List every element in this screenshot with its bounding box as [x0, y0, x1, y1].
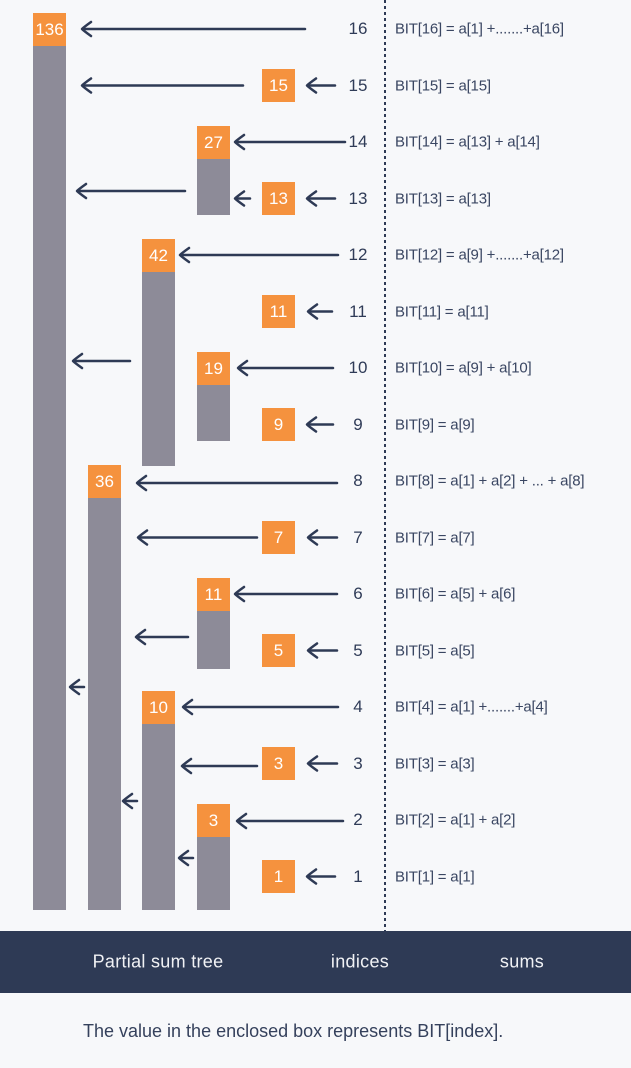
arrow-index2-to-bit2	[235, 812, 345, 830]
range-bar-bit-14	[197, 158, 230, 215]
index-label-3: 3	[353, 753, 363, 773]
bit-value-box-14: 27	[197, 125, 230, 159]
arrow-index16-to-bit16	[80, 20, 307, 38]
bit-formula-6: BIT[6] = a[5] + a[6]	[395, 585, 516, 603]
arrow-bit2-to-bit4	[177, 849, 195, 867]
dotted-separator-line	[384, 0, 386, 931]
arrow-bit3-to-bit4	[180, 757, 259, 775]
index-label-2: 2	[353, 810, 363, 829]
range-bar-bit-2	[197, 836, 230, 910]
arrow-index3-to-bit3	[306, 755, 339, 772]
range-bar-bit-8	[88, 497, 121, 910]
bit-value-box-11: 11	[262, 295, 295, 328]
index-label-14: 14	[348, 132, 368, 151]
index-label-4: 4	[353, 697, 363, 716]
arrow-index12-to-bit12	[178, 246, 340, 264]
arrow-index4-to-bit4	[181, 698, 340, 716]
range-bar-bit-10	[197, 384, 230, 441]
range-bar-bit-16	[33, 45, 66, 910]
index-label-15: 15	[348, 75, 368, 95]
range-bar-bit-6	[197, 610, 230, 669]
bit-formula-10: BIT[10] = a[9] + a[10]	[395, 359, 532, 377]
bit-value-box-7: 7	[262, 521, 295, 554]
bit-value-box-15: 15	[262, 69, 295, 102]
arrow-index10-to-bit10	[236, 359, 335, 377]
bit-value-box-9: 9	[262, 408, 295, 441]
arrow-index5-to-bit5	[306, 642, 339, 659]
bit-formula-1: BIT[1] = a[1]	[395, 868, 475, 885]
arrow-index7-to-bit7	[306, 529, 339, 546]
arrow-index11-to-bit11	[306, 303, 334, 320]
bit-value-box-2: 3	[197, 803, 230, 837]
bit-formula-5: BIT[5] = a[5]	[395, 642, 475, 659]
arrow-index8-to-bit8	[135, 474, 339, 492]
bit-formula-7: BIT[7] = a[7]	[395, 529, 475, 546]
bit-formula-14: BIT[14] = a[13] + a[14]	[395, 133, 540, 151]
arrow-bit7-to-bit8	[136, 529, 259, 546]
bit-value-box-1: 1	[262, 860, 295, 893]
arrow-bit4-to-bit8	[121, 792, 139, 810]
index-label-8: 8	[353, 471, 363, 490]
bit-formula-9: BIT[9] = a[9]	[395, 416, 475, 433]
legend-indices: indices	[330, 951, 390, 972]
index-label-13: 13	[348, 188, 368, 208]
bit-value-box-5: 5	[262, 634, 295, 667]
index-label-16: 16	[348, 19, 368, 38]
arrow-bit8-to-bit16	[68, 678, 86, 696]
legend-band: Partial sum tree indices sums	[0, 931, 631, 993]
bit-formula-15: BIT[15] = a[15]	[395, 77, 491, 94]
bit-value-box-3: 3	[262, 747, 295, 780]
bit-value-box-8: 36	[88, 464, 121, 498]
bit-formula-16: BIT[16] = a[1] +.......+a[16]	[395, 20, 564, 38]
arrow-index13-to-bit13	[305, 190, 337, 207]
bit-formula-2: BIT[2] = a[1] + a[2]	[395, 811, 516, 829]
arrow-bit13-to-bit14	[233, 190, 252, 207]
bit-value-box-4: 10	[142, 690, 175, 724]
arrow-index1-to-bit1	[305, 868, 337, 885]
arrow-bit14-to-bit16	[75, 182, 187, 200]
bit-formula-8: BIT[8] = a[1] + a[2] + ... + a[8]	[395, 472, 585, 490]
index-label-5: 5	[353, 640, 363, 660]
arrow-index9-to-bit9	[305, 416, 335, 433]
arrow-index6-to-bit6	[233, 585, 339, 603]
range-bar-bit-12	[142, 271, 175, 466]
legend-sums: sums	[499, 951, 545, 972]
caption-text: The value in the enclosed box represents…	[83, 1021, 504, 1041]
bit-value-box-10: 19	[197, 351, 230, 385]
bit-formula-4: BIT[4] = a[1] +.......+a[4]	[395, 698, 548, 716]
bit-formula-3: BIT[3] = a[3]	[395, 755, 475, 772]
arrow-bit6-to-bit8	[134, 628, 190, 646]
bit-value-box-13: 13	[262, 182, 295, 215]
index-label-10: 10	[348, 358, 368, 377]
bit-value-box-6: 11	[197, 577, 230, 611]
range-bar-bit-4	[142, 723, 175, 910]
arrow-bit15-to-bit16	[80, 77, 245, 94]
legend-partial-sum-tree: Partial sum tree	[92, 951, 224, 972]
bit-value-box-16: 136	[33, 12, 66, 46]
arrow-index14-to-bit14	[233, 133, 347, 151]
arrow-bit12-to-bit16	[71, 352, 132, 370]
index-label-7: 7	[353, 527, 363, 547]
bit-formula-13: BIT[13] = a[13]	[395, 190, 491, 207]
bit-formula-12: BIT[12] = a[9] +.......+a[12]	[395, 246, 564, 264]
index-label-11: 11	[349, 301, 367, 321]
index-label-1: 1	[353, 866, 363, 886]
bit-formula-11: BIT[11] = a[11]	[395, 303, 489, 320]
arrow-index15-to-bit15	[305, 77, 337, 94]
index-label-6: 6	[353, 584, 363, 603]
index-label-9: 9	[353, 414, 363, 434]
bit-value-box-12: 42	[142, 238, 175, 272]
index-label-12: 12	[348, 245, 368, 264]
